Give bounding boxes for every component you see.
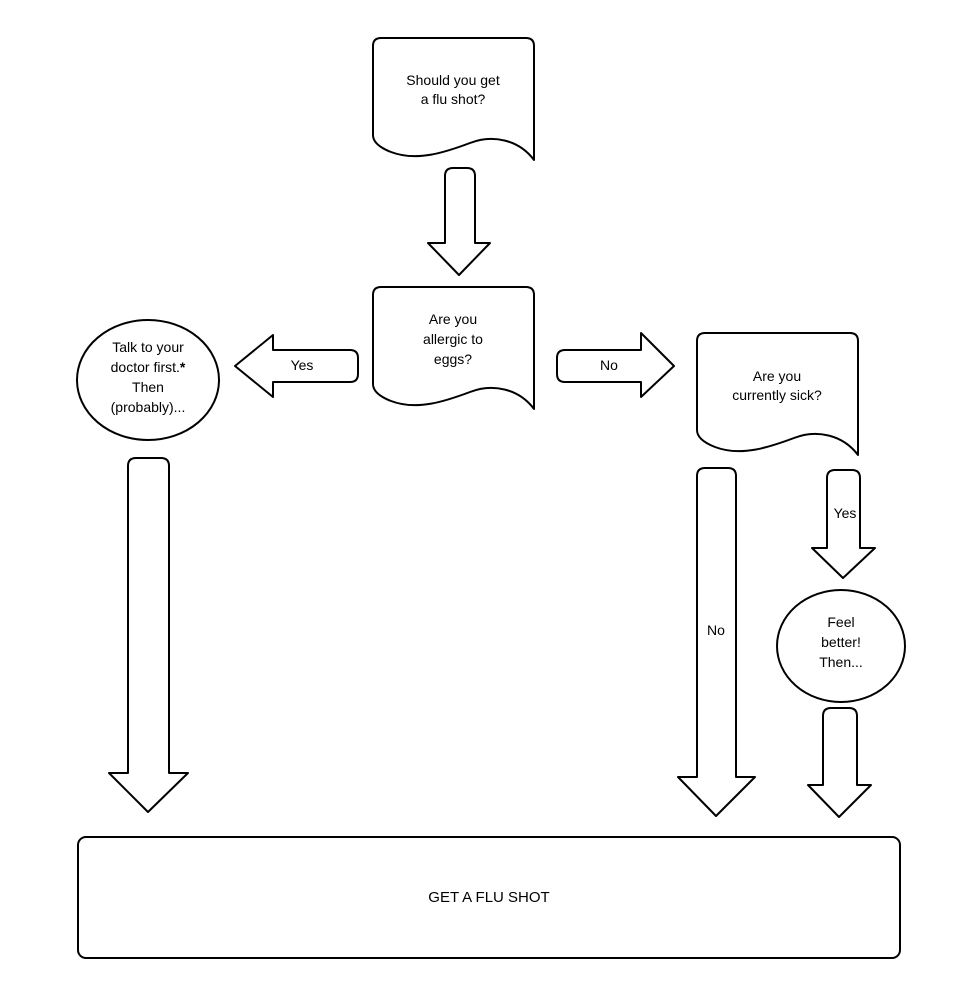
node-sick: Are you currently sick? (696, 332, 859, 456)
node-feel-better-label-line3: Then... (819, 654, 863, 670)
edge-label-no-down: No (707, 622, 725, 638)
arrow-right-no (556, 332, 675, 398)
node-start-label-line2: a flu shot? (421, 91, 486, 107)
arrow-down-doctor-to-result (108, 457, 189, 813)
node-sick-label-line2: currently sick? (732, 387, 822, 403)
ellipse-shape-doctor (76, 319, 220, 441)
node-allergic-label-line2: allergic to (423, 331, 483, 347)
node-allergic-label-line1: Are you (429, 311, 477, 327)
edge-sick-no: No (677, 467, 756, 817)
edge-label-yes-left: Yes (291, 357, 314, 373)
edge-allergic-yes: Yes (234, 334, 359, 398)
node-feel-better: Feel better! Then... (776, 589, 906, 703)
node-doctor-label-line4: (probably)... (111, 399, 186, 415)
arrow-down-feel-better-to-result (807, 707, 872, 818)
node-doctor-label-line2: doctor first.* (111, 359, 186, 375)
arrow-down-yes-short (811, 469, 876, 579)
node-result-label: GET A FLU SHOT (428, 889, 549, 906)
node-start-label-line1: Should you get (406, 72, 500, 88)
arrow-down-no-long (677, 467, 756, 817)
edge-allergic-no: No (556, 332, 675, 398)
edge-label-no-right: No (600, 357, 618, 373)
node-doctor: Talk to your doctor first.* Then (probab… (76, 319, 220, 441)
edge-label-yes-down: Yes (834, 505, 857, 521)
arrow-down-start-to-allergic (427, 167, 491, 276)
node-start: Should you get a flu shot? (372, 37, 535, 161)
arrow-left-yes (234, 334, 359, 398)
node-doctor-label-line2-text: doctor first. (111, 359, 180, 375)
node-sick-label-line1: Are you (753, 368, 801, 384)
node-allergic-label-line3: eggs? (434, 351, 472, 367)
rectangle-shape-result (77, 836, 901, 959)
edge-sick-yes: Yes (811, 469, 876, 579)
node-doctor-label-line3: Then (132, 379, 164, 395)
node-doctor-label-asterisk: * (180, 359, 186, 375)
node-feel-better-label-line1: Feel (827, 614, 854, 630)
node-feel-better-label-line2: better! (821, 634, 861, 650)
node-doctor-label-line1: Talk to your (112, 339, 184, 355)
document-shape-allergic (372, 286, 535, 410)
node-result: GET A FLU SHOT (77, 836, 901, 959)
ellipse-shape-feel-better (776, 589, 906, 703)
node-allergic: Are you allergic to eggs? (372, 286, 535, 410)
